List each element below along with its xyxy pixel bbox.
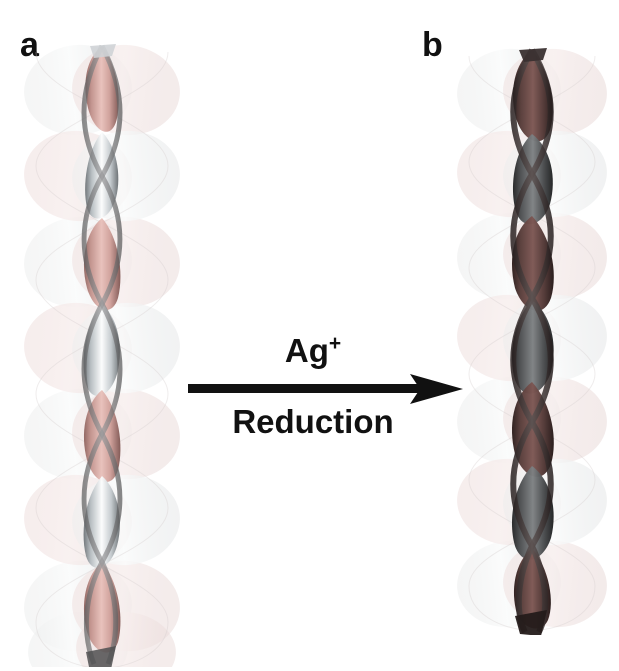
arrow-top-label-superscript: + bbox=[328, 332, 342, 355]
panel-label-a: a bbox=[20, 26, 39, 64]
helix-illustration-a bbox=[12, 22, 192, 667]
reaction-arrow-block: Ag+ Reduction bbox=[188, 333, 463, 451]
arrow-bottom-label: Reduction bbox=[232, 403, 394, 440]
helix-illustration-b bbox=[447, 30, 617, 635]
arrow-top-label-main: Ag bbox=[284, 332, 329, 369]
panel-label-b: b bbox=[422, 26, 443, 64]
arrow-top-label: Ag+ bbox=[188, 333, 438, 369]
arrow-right-icon bbox=[188, 374, 463, 404]
